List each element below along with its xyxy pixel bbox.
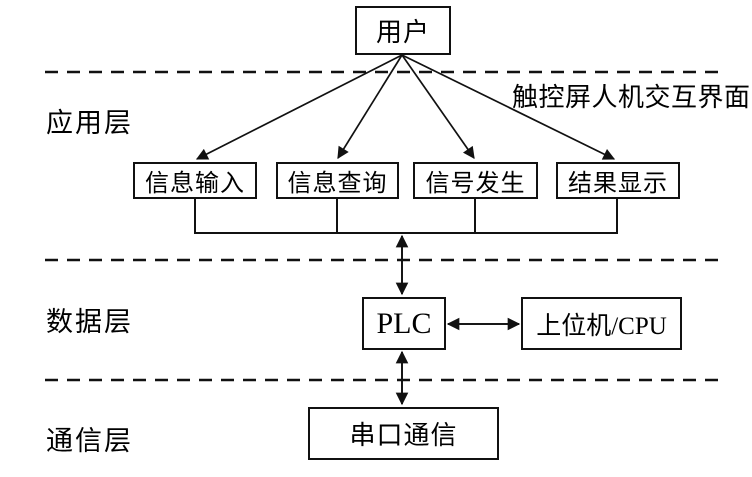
node-info-input: 信息输入 — [133, 162, 257, 199]
user-fanout-arrows — [195, 54, 616, 160]
node-user: 用户 — [355, 6, 451, 55]
node-info-query: 信息查询 — [276, 162, 399, 199]
layer-label-data: 数据层 — [46, 307, 133, 337]
arrow-user-to-signal-gen — [401, 54, 475, 159]
hmi-annotation: 触控屏人机交互界面 — [512, 83, 751, 112]
node-result-display: 结果显示 — [556, 162, 680, 199]
arrow-user-to-info-input — [195, 54, 403, 160]
layer-label-communication: 通信层 — [46, 426, 133, 456]
node-signal-generation: 信号发生 — [413, 162, 538, 199]
application-bus — [194, 198, 618, 234]
arrow-user-to-info-query — [337, 54, 403, 160]
arrow-user-to-result-disp — [401, 54, 616, 160]
layer-separator-lines — [45, 70, 718, 382]
layer-label-application: 应用层 — [46, 108, 133, 138]
node-serial-communication: 串口通信 — [308, 407, 499, 460]
node-host-cpu: 上位机/CPU — [521, 297, 682, 350]
node-plc: PLC — [362, 297, 446, 350]
